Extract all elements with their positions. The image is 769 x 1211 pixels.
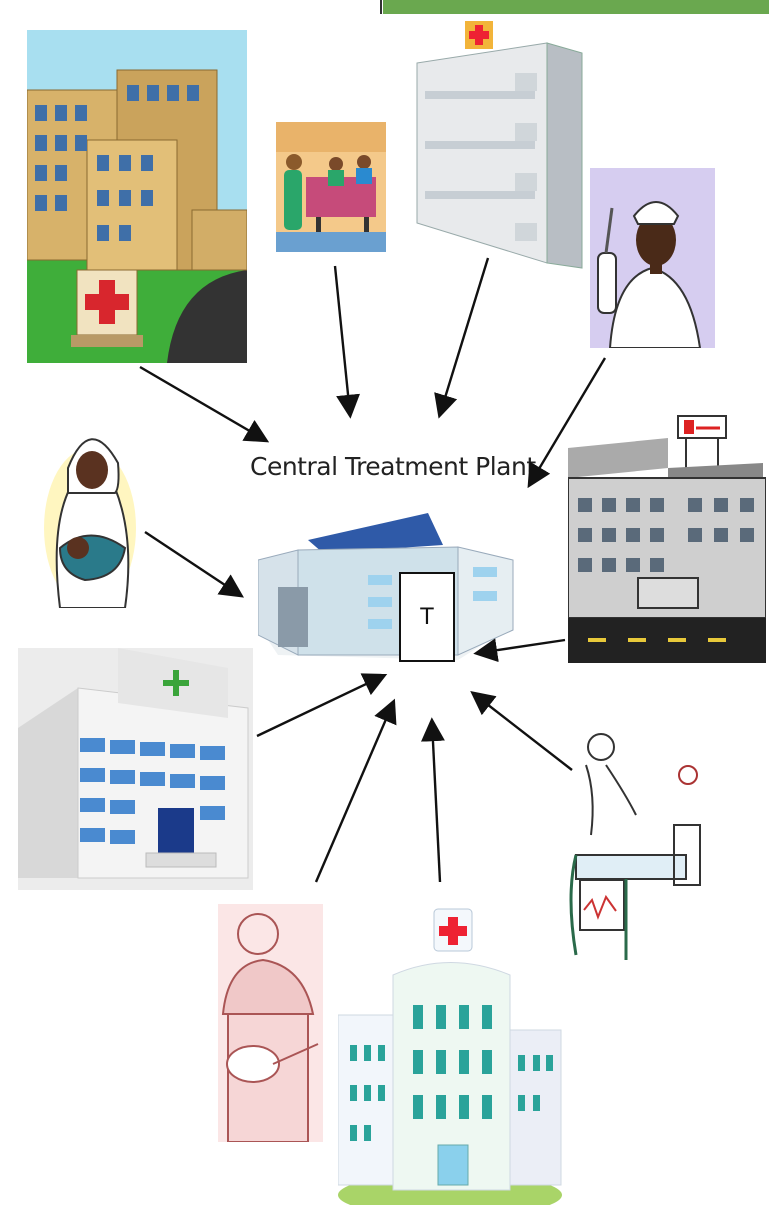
banner-divider [380, 0, 382, 14]
mother-with-baby-image [40, 408, 140, 608]
arrow-from-modern-hospital [256, 673, 388, 738]
arrow-from-hospital-tower [434, 257, 490, 419]
hospital-bottom-image [338, 905, 563, 1205]
central-box: T [399, 572, 455, 662]
dentist-image [218, 904, 323, 1142]
arrow-from-patient-bed [470, 691, 573, 771]
arrow-from-nurse [527, 357, 607, 489]
modern-hospital-image [18, 648, 253, 890]
arrow-from-hospital-campus [139, 365, 270, 443]
nurse-image [590, 168, 715, 348]
top-banner [383, 0, 769, 14]
arrow-from-mother [144, 530, 245, 598]
city-hospital-image [568, 408, 766, 663]
arrow-from-dentist [314, 698, 397, 883]
arrow-from-surgery-ward [333, 265, 361, 419]
diagram-title: Central Treatment Plant [250, 452, 536, 481]
hospital-tower-image [407, 13, 587, 273]
arrow-from-hospital-bottom [420, 717, 445, 883]
arrow-from-city-hospital [473, 638, 566, 663]
surgery-ward-image [276, 122, 386, 252]
patient-bed-image [566, 725, 706, 965]
hospital-campus-image [27, 30, 247, 363]
